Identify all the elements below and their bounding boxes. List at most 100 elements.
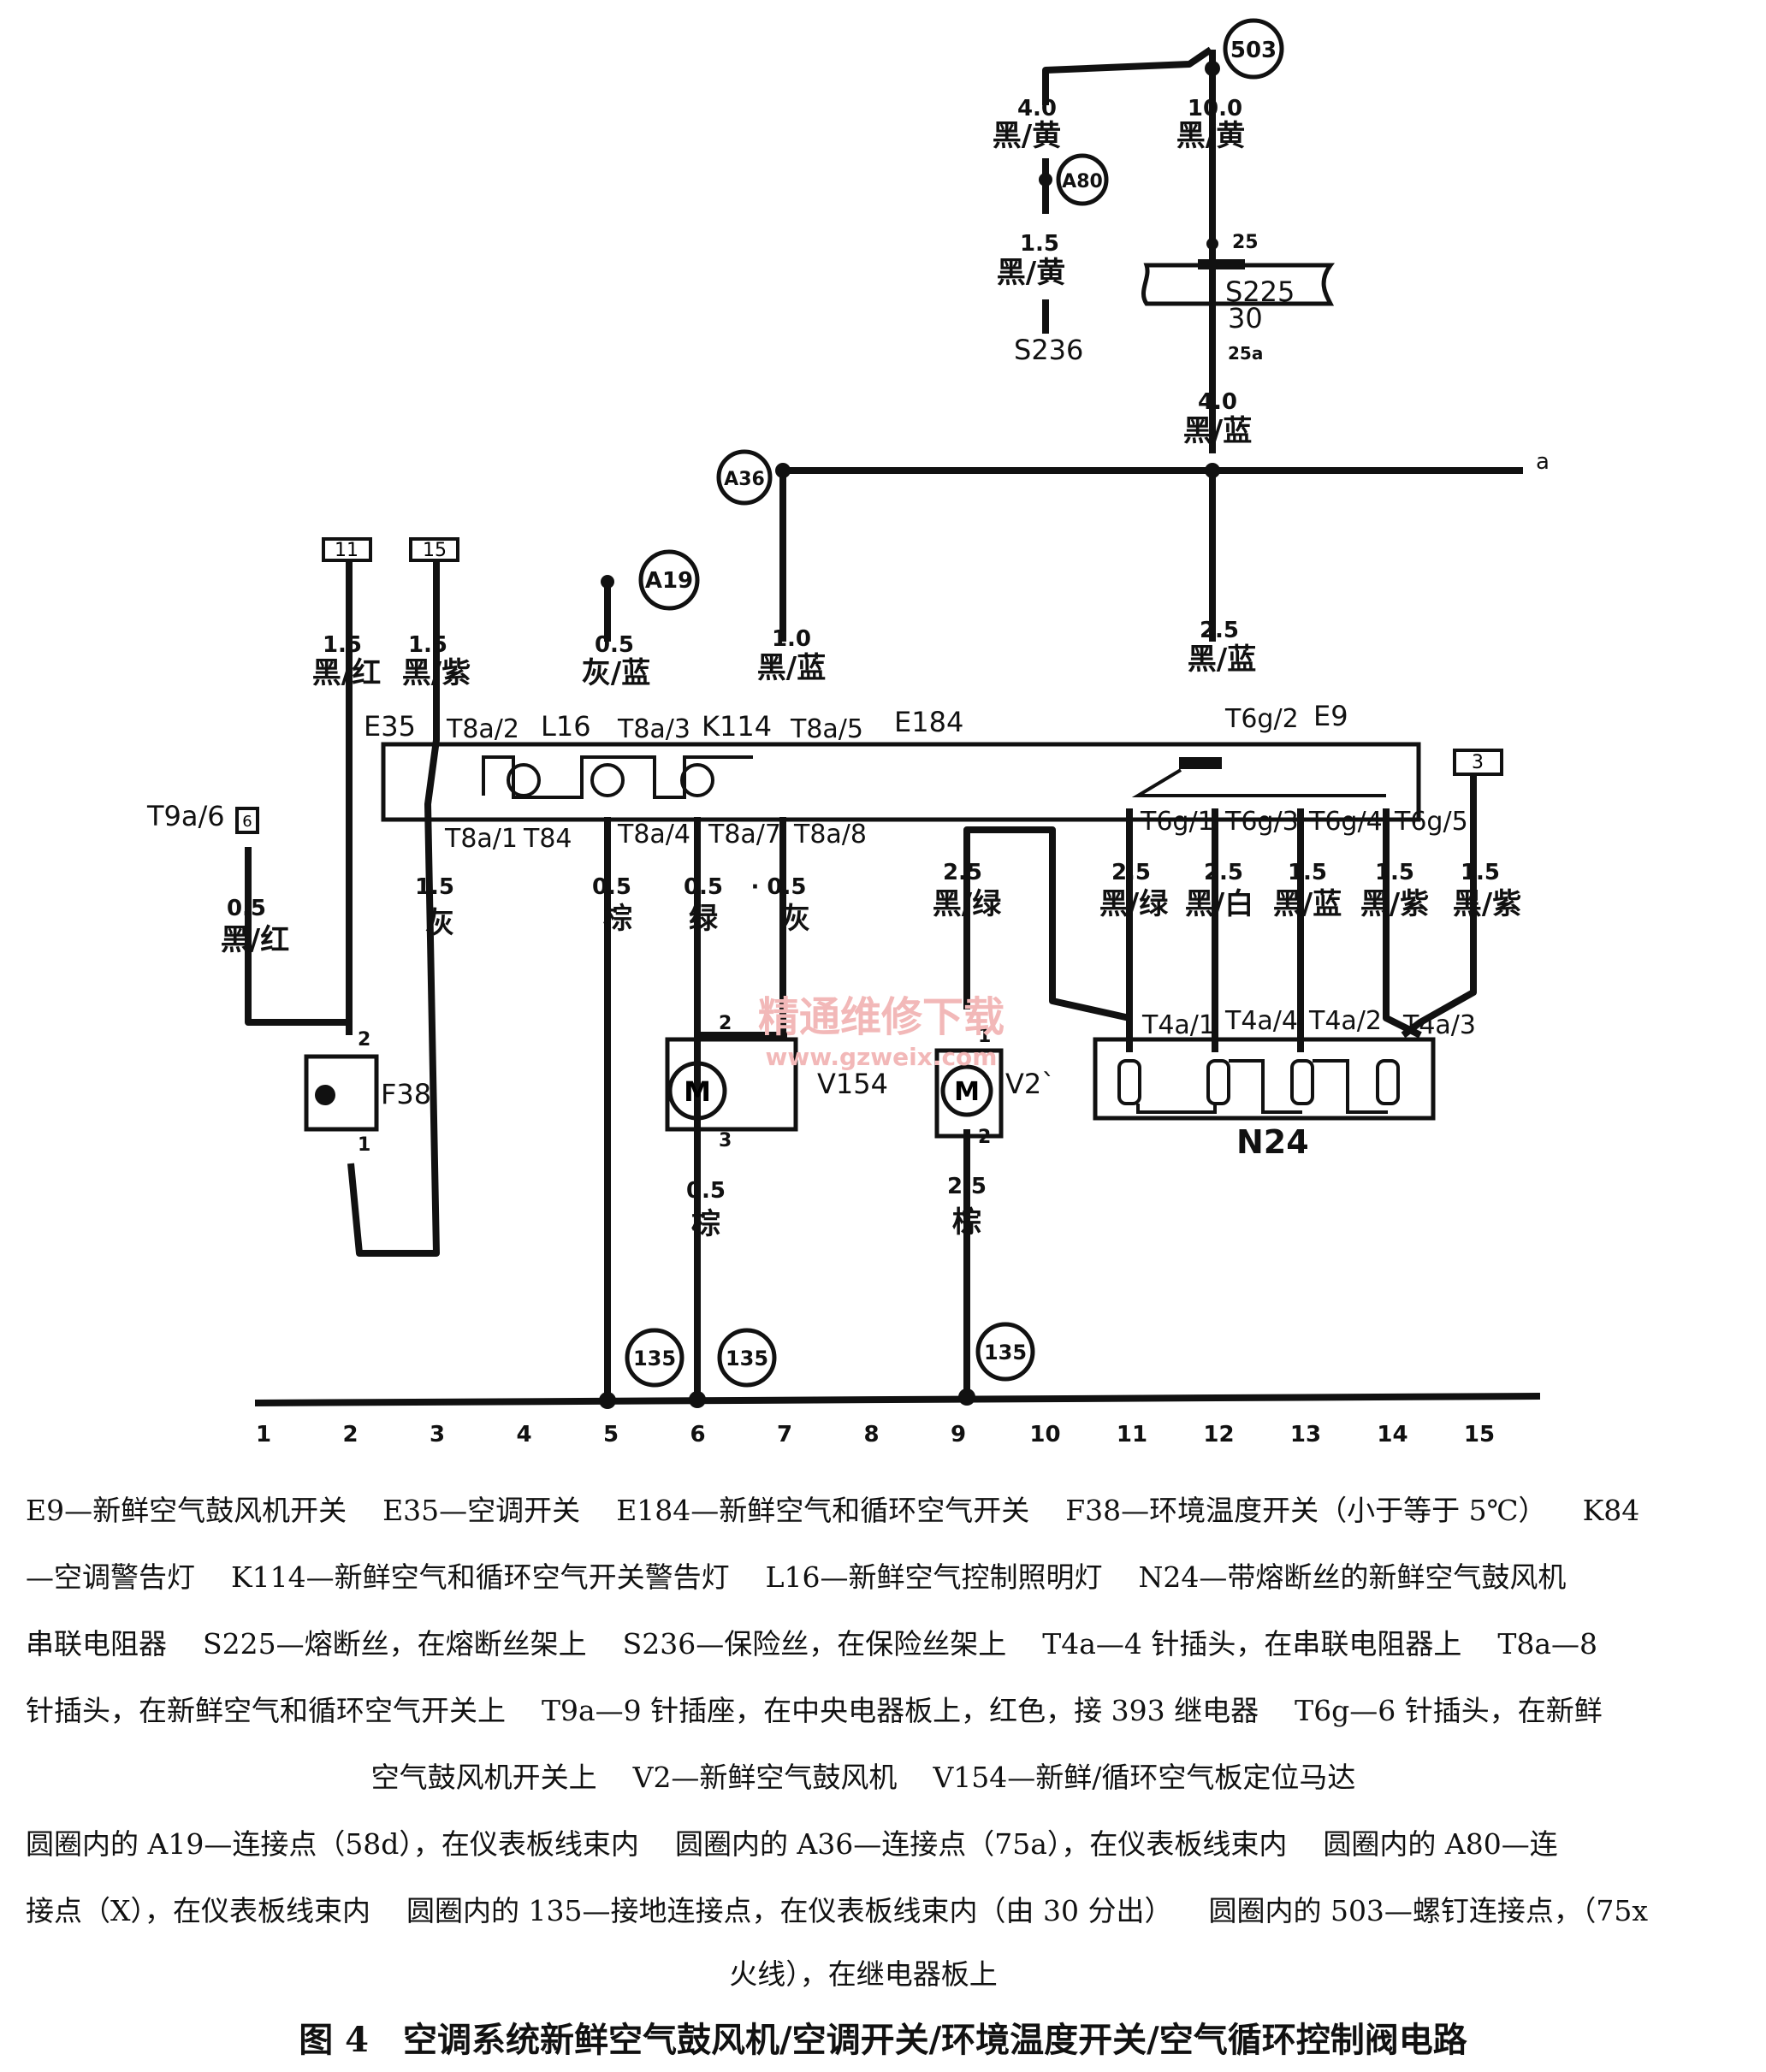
ground-label-2: 135 [726, 1347, 768, 1370]
wire-v2-color: 黑/绿 [933, 887, 1002, 921]
wire-25a-size: 4.0 [1198, 389, 1237, 415]
legend-t6g-cont: 空气鼓风机开关上 [370, 1761, 597, 1794]
v154-label: V154 [817, 1068, 888, 1100]
ground-number-12: 12 [1203, 1422, 1234, 1447]
wire-t8a7-size: 0.5 [684, 874, 723, 900]
t9a6-label: T9a/6 [146, 800, 225, 832]
wire-25a-color: 黑/蓝 [1183, 414, 1252, 448]
legend-e35: E35—空调开关 [382, 1494, 581, 1527]
l16-label: L16 [541, 710, 591, 743]
legend-k84-cont: —空调警告灯 [26, 1560, 195, 1594]
legend-line-5: 空气鼓风机开关上 V2—新鲜空气鼓风机 V154—新鲜/循环空气板定位马达 [26, 1761, 1737, 1795]
motor-v154: M [665, 1037, 798, 1132]
legend-k114: K114—新鲜空气和循环空气开关警告灯 [231, 1560, 730, 1594]
figure-caption: 图 4 空调系统新鲜空气鼓风机/空调开关/环境温度开关/空气循环控制阀电路 [299, 2020, 1467, 2060]
wire-e9-color: 黑/蓝 [1188, 642, 1256, 677]
t8a4-label: T8a/4 [617, 820, 690, 850]
f38-box [304, 1054, 379, 1132]
legend-a80-cont: 接点（X），在仪表板线束内 [26, 1894, 370, 1927]
t6g3-label: T6g/3 [1224, 807, 1299, 837]
wire-t8a4-size: 0.5 [592, 874, 631, 900]
wire-a19-size: 0.5 [595, 632, 634, 658]
wire-11-color: 黑/红 [312, 656, 381, 690]
lamp-k114 [680, 763, 714, 797]
lamp-l16 [507, 763, 541, 797]
wire-15-size: 1.5 [408, 632, 447, 658]
wire-a19-color: 灰/蓝 [582, 656, 650, 690]
t8a7-label: T8a/7 [708, 820, 781, 850]
switch-panel [381, 742, 1421, 822]
ground-number-13: 13 [1290, 1422, 1321, 1447]
legend-t4a: T4a—4 针插头，在串联电阻器上 [1042, 1627, 1462, 1661]
legend-a80: 圆圈内的 A80—连 [1323, 1827, 1558, 1861]
wire-503-left-size: 4.0 [1017, 96, 1057, 121]
legend-135: 圆圈内的 135—接地连接点，在仪表板线束内（由 30 分出） [406, 1894, 1173, 1927]
legend-line-7: 接点（X），在仪表板线束内 圆圈内的 135—接地连接点，在仪表板线束内（由 30… [26, 1894, 1737, 1928]
legend-v154: V154—新鲜/循环空气板定位马达 [933, 1761, 1356, 1794]
wire-t8a8-color: 灰 [781, 902, 810, 936]
switch-e9-contacts [1179, 757, 1222, 769]
wire-t3-size: 1.5 [1461, 860, 1500, 885]
wire-t9-color: 黑/红 [221, 923, 289, 957]
legend-t9a: T9a—9 针插座，在中央电器板上，红色，接 393 继电器 [542, 1694, 1259, 1727]
switch-f38 [304, 1054, 379, 1132]
wire-a36-size: 1.0 [772, 626, 811, 652]
ground-number-5: 5 [603, 1422, 619, 1447]
terminal-3-label: 3 [1472, 752, 1484, 773]
legend-s225: S225—熔断丝，在熔断丝架上 [203, 1627, 587, 1661]
wire-t6g4-size: 1.5 [1288, 860, 1327, 885]
ground-label-3: 135 [984, 1341, 1027, 1365]
t6g1-label: T6g/1 [1140, 807, 1214, 837]
watermark-url: www.gzweix.com [766, 1043, 998, 1071]
motor-v2: M [934, 1048, 1004, 1139]
ground-135-circle-1 [625, 1328, 684, 1388]
s225-pin-25: 25 [1232, 232, 1259, 253]
t4a4-label: T4a/4 [1224, 1006, 1298, 1036]
t4a2-label: T4a/2 [1308, 1006, 1382, 1036]
fuse-holder-s225 [1141, 259, 1335, 306]
legend-503: 圆圈内的 503—螺钉连接点，（75x [1208, 1894, 1649, 1927]
t8a3-label: T8a/3 [617, 714, 690, 744]
wire-t9-size: 0.5 [227, 896, 266, 921]
v2-label: V2` [1005, 1068, 1055, 1100]
legend-l16: L16—新鲜空气控制照明灯 [765, 1560, 1103, 1594]
ground-number-2: 2 [342, 1422, 358, 1447]
t8a2-label: T8a/2 [446, 714, 519, 744]
legend-t8a-cont: 针插头，在新鲜空气和循环空气开关上 [26, 1694, 506, 1727]
wire-t6g3-size: 2.5 [1204, 860, 1243, 885]
legend-line-4: 针插头，在新鲜空气和循环空气开关上 T9a—9 针插座，在中央电器板上，红色，接 … [26, 1694, 1737, 1728]
ground-number-4: 4 [516, 1422, 531, 1447]
wire-t8a1-color: 灰 [425, 906, 454, 940]
ground-number-9: 9 [951, 1422, 966, 1447]
terminal-6-label: 6 [242, 813, 252, 831]
wire-t6g5-size: 1.5 [1375, 860, 1414, 885]
ground-number-8: 8 [863, 1422, 879, 1447]
legend-v2: V2—新鲜空气鼓风机 [632, 1761, 898, 1794]
t6g4-label: T6g/4 [1308, 807, 1383, 837]
ground-bus [254, 1393, 1541, 1406]
s225-pin-30: 30 [1228, 302, 1263, 334]
wire-v2-out-color: 棕 [952, 1205, 981, 1240]
t6g5-label: T6g/5 [1394, 807, 1468, 837]
switch-panel-frame [381, 742, 1421, 822]
ground-number-3: 3 [430, 1422, 445, 1447]
connection-a19-circle [638, 549, 700, 611]
ground-135-circle-2 [717, 1328, 777, 1388]
legend-e9: E9—新鲜空气鼓风机开关 [26, 1494, 347, 1527]
wire-e9-size: 2.5 [1200, 618, 1239, 643]
wire-t8a8-size: · 0.5 [751, 874, 807, 900]
t4a3-label: T4a/3 [1402, 1010, 1476, 1040]
bus-a-label: a [1536, 449, 1550, 475]
wire-503-left-color: 黑/黄 [993, 119, 1061, 153]
wire-a36-color: 黑/蓝 [757, 651, 826, 685]
node-503-label: 503 [1230, 38, 1277, 63]
resistor-n24 [1093, 1037, 1436, 1121]
wire-503-right-color: 黑/黄 [1176, 119, 1245, 153]
legend-t8a: T8a—8 [1497, 1627, 1598, 1661]
t8a5-label: T8a/5 [790, 714, 863, 744]
legend-line-8: 火线），在继电器板上 [26, 1957, 1737, 1992]
wire-v154-out-size: 0.5 [686, 1178, 726, 1204]
